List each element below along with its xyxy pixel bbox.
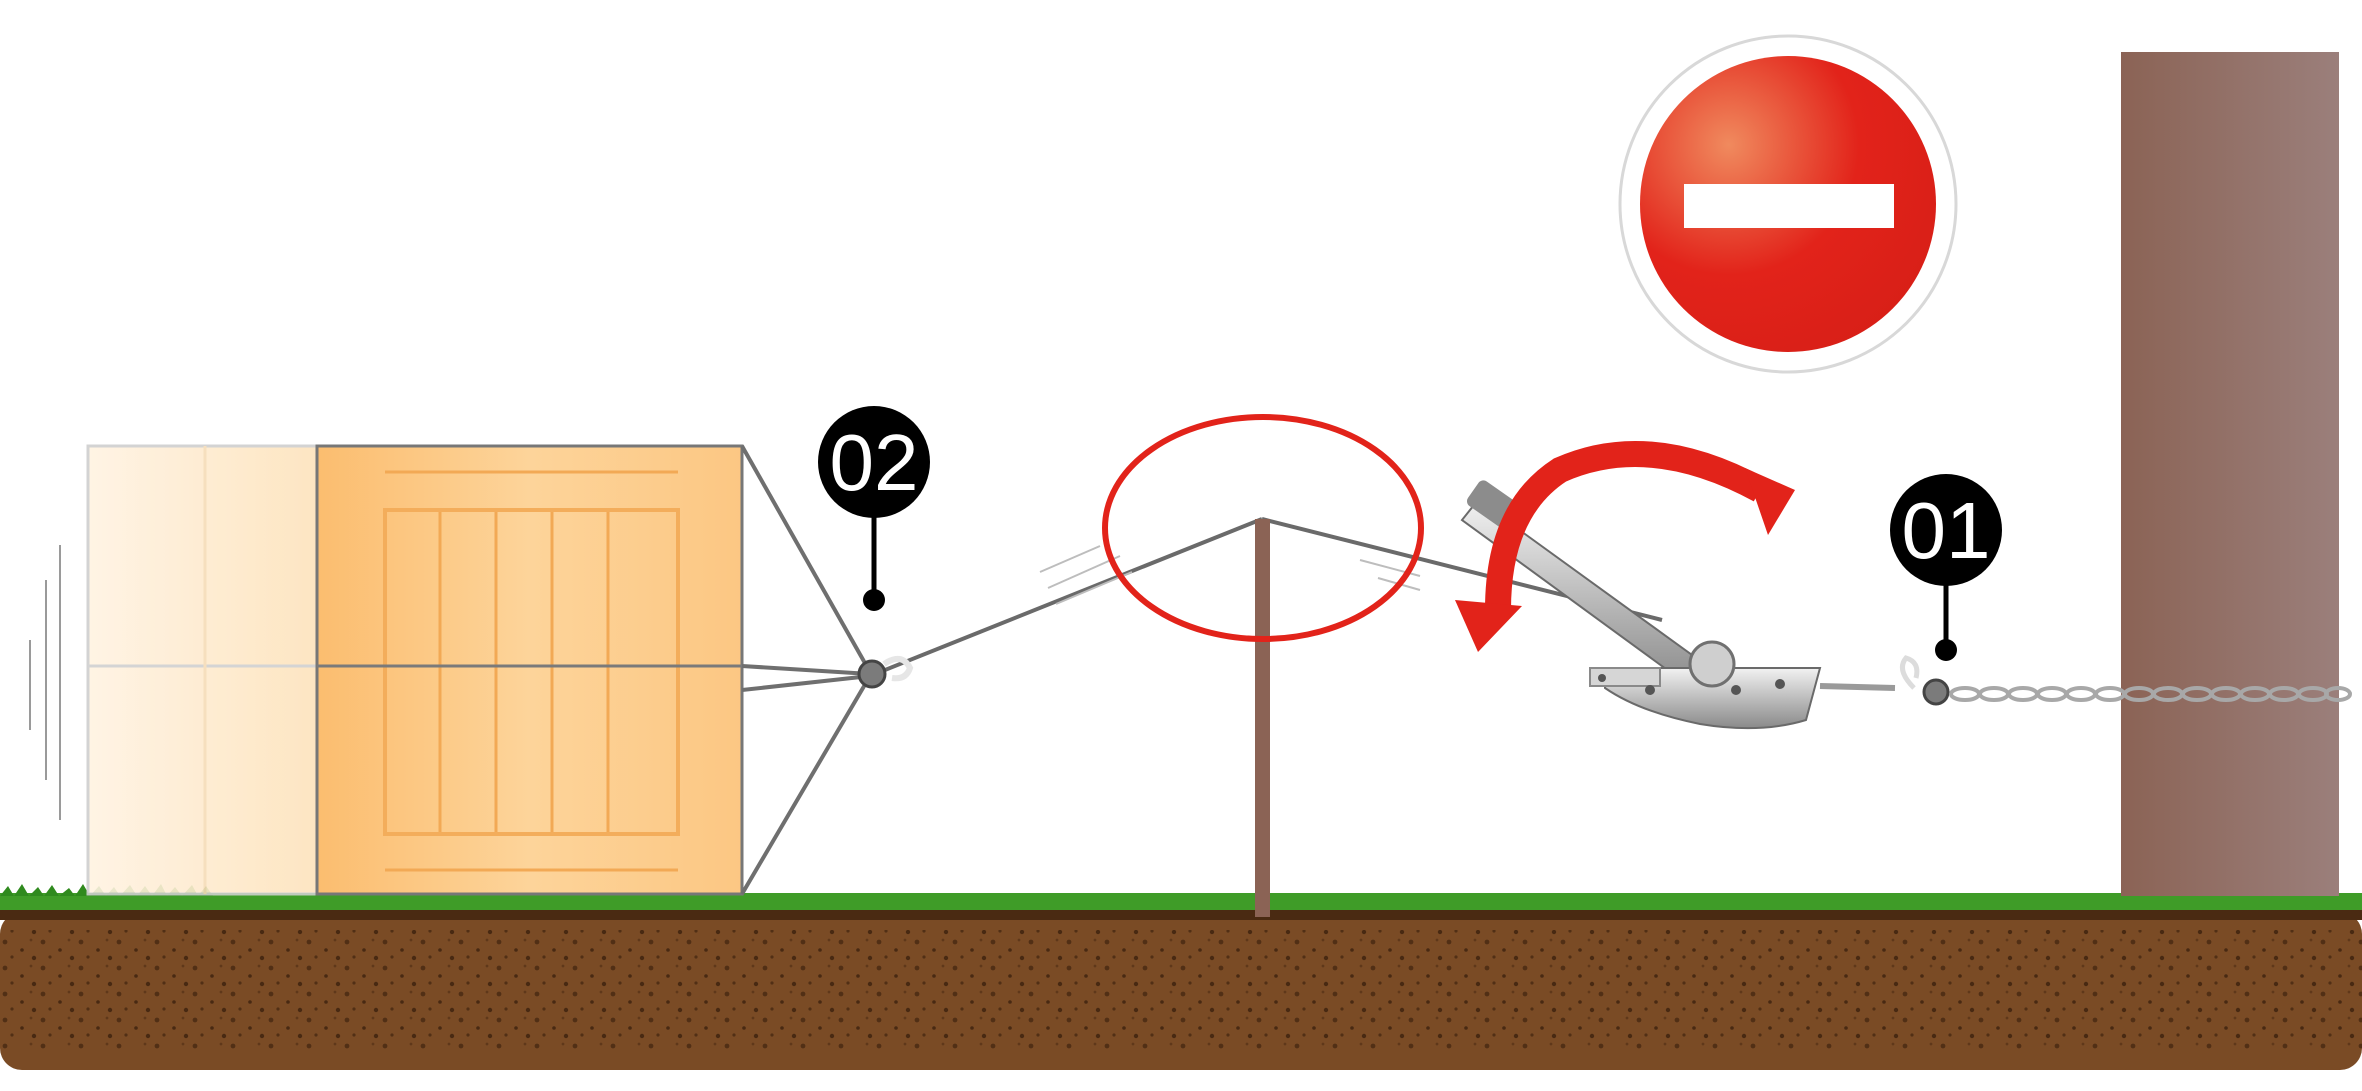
anchor-chain: [1899, 655, 2352, 706]
tree-trunk: [2121, 52, 2339, 896]
crate-ghost: [86, 444, 320, 896]
soil-texture: [0, 930, 2362, 1052]
deflection-pole: [1255, 519, 1270, 917]
grass: [0, 893, 2362, 910]
bridle-cables: [740, 445, 872, 896]
ground: [0, 884, 2362, 1070]
pulling-hook: [857, 655, 914, 689]
main-cable: [879, 517, 1663, 674]
marker-02: 02: [818, 406, 930, 611]
attention-circle-icon: [1102, 414, 1424, 642]
marker-02-label: 02: [830, 418, 919, 507]
ratchet-puller: [1460, 480, 1896, 730]
soil-top-edge: [0, 908, 2362, 920]
marker-01: 01: [1890, 474, 2002, 661]
no-entry-sign-icon: [1618, 34, 1958, 374]
crate: [315, 444, 744, 896]
cable-motion-lines: [1039, 545, 1421, 605]
motion-lines: [29, 545, 61, 820]
marker-01-label: 01: [1902, 486, 1991, 575]
curved-arrow-icon: [1455, 441, 1795, 652]
